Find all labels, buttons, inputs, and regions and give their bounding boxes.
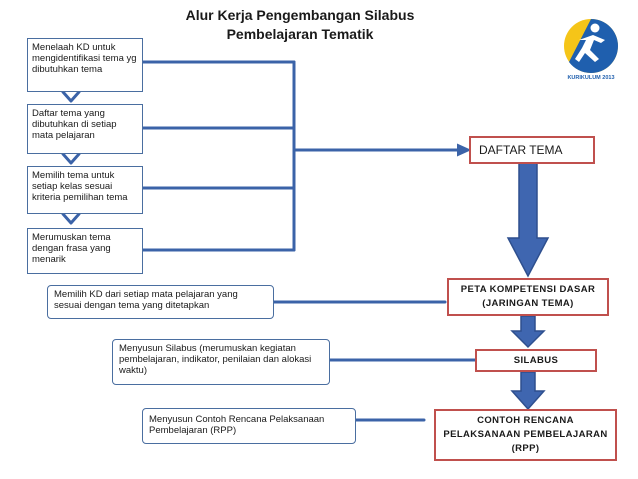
big-arrow-peta-to-silabus	[510, 315, 546, 349]
step-label-3: Memilih tema untuk setiap kelas sesuai k…	[32, 170, 128, 203]
step-label-1: Menelaah KD untuk mengidentifikasi tema …	[32, 42, 137, 75]
logo-text: KURIKULUM 2013	[567, 75, 614, 81]
title-line-2: Pembelajaran Tematik	[226, 26, 374, 42]
peta-kd-line2: (JARINGAN TEMA)	[482, 298, 574, 309]
title-line-1: Alur Kerja Pengembangan Silabus	[185, 7, 415, 23]
diagram-title: Alur Kerja Pengembangan Silabus Pembelaj…	[150, 6, 450, 44]
step-box-3: Memilih tema untuk setiap kelas sesuai k…	[27, 166, 143, 214]
note-menyusun-silabus-text: Menyusun Silabus (merumuskan kegiatan pe…	[119, 343, 312, 376]
daftar-tema-box: DAFTAR TEMA	[469, 136, 595, 164]
rpp-line1: CONTOH RENCANA	[477, 415, 574, 426]
step-box-1: Menelaah KD untuk mengidentifikasi tema …	[27, 38, 143, 92]
peta-kd-box: PETA KOMPETENSI DASAR (JARINGAN TEMA)	[447, 278, 609, 316]
note-memilih-kd-text: Memilih KD dari setiap mata pelajaran ya…	[54, 289, 238, 311]
note-memilih-kd: Memilih KD dari setiap mata pelajaran ya…	[47, 285, 274, 319]
note-menyusun-silabus: Menyusun Silabus (merumuskan kegiatan pe…	[112, 339, 330, 385]
note-menyusun-rpp: Menyusun Contoh Rencana Pelaksanaan Pemb…	[142, 408, 356, 444]
step-label-2: Daftar tema yang dibutuhkan di setiap ma…	[32, 108, 117, 141]
big-arrow-silabus-to-rpp	[510, 371, 546, 411]
rpp-box: CONTOH RENCANA PELAKSANAAN PEMBELAJARAN …	[434, 409, 617, 461]
chevron-2	[61, 152, 81, 165]
step-label-4: Merumuskan tema dengan frasa yang menari…	[32, 232, 111, 265]
kurikulum-2013-logo: KURIKULUM 2013	[564, 19, 618, 81]
daftar-tema-label: DAFTAR TEMA	[479, 143, 563, 157]
peta-kd-line1: PETA KOMPETENSI DASAR	[460, 284, 596, 295]
silabus-box: SILABUS	[475, 349, 597, 372]
big-arrow-daftar-to-peta	[506, 162, 550, 278]
note-menyusun-rpp-text: Menyusun Contoh Rencana Pelaksanaan Pemb…	[149, 414, 325, 436]
rpp-line2: PELAKSANAAN PEMBELAJARAN	[443, 429, 608, 440]
step-box-4: Merumuskan tema dengan frasa yang menari…	[27, 228, 143, 274]
chevron-1	[61, 90, 81, 103]
step-box-2: Daftar tema yang dibutuhkan di setiap ma…	[27, 104, 143, 154]
arrowhead-daftar	[457, 143, 472, 157]
chevron-3	[61, 212, 81, 225]
silabus-label: SILABUS	[513, 355, 559, 366]
rpp-line3: (RPP)	[511, 443, 540, 454]
